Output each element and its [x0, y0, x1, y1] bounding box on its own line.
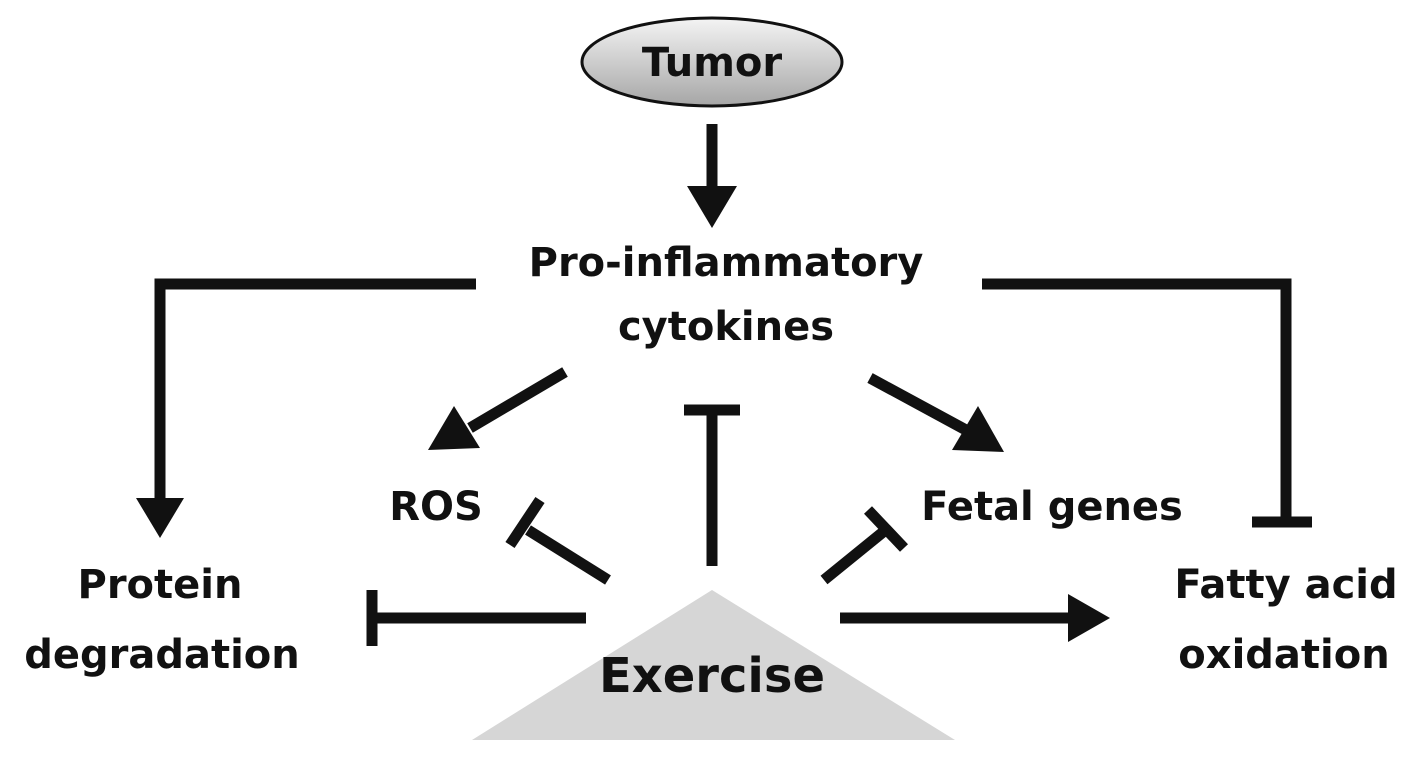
tumor-node	[580, 16, 844, 108]
fatty-acid-oxidation-node: Fatty acid oxidation	[1174, 562, 1397, 678]
exercise-label: Exercise	[599, 648, 825, 704]
protein-degradation-label-line2: degradation	[24, 632, 300, 678]
arrow-cytokines-to-protein-degradation	[136, 278, 476, 538]
cytokines-node: Pro-inflammatory cytokines	[529, 240, 924, 350]
fatty-acid-oxidation-label-line1: Fatty acid	[1174, 562, 1397, 608]
inhibit-exercise-to-cytokines	[684, 404, 740, 566]
protein-degradation-label-line1: Protein	[78, 562, 243, 608]
tumor-label: Tumor	[642, 40, 783, 86]
inhibit-exercise-to-protein-degradation	[366, 590, 586, 646]
arrow-exercise-to-fatty-acid-oxidation	[840, 594, 1110, 642]
ros-label: ROS	[389, 484, 483, 530]
fetal-genes-label: Fetal genes	[921, 484, 1183, 530]
cytokines-label-line2: cytokines	[618, 304, 834, 350]
arrow-cytokines-to-fetal-genes	[867, 373, 1004, 452]
inhibit-exercise-to-fetal-genes	[820, 506, 908, 585]
cytokines-label-line1: Pro-inflammatory	[529, 240, 924, 286]
fatty-acid-oxidation-label-line2: oxidation	[1178, 632, 1389, 678]
protein-degradation-node: Protein degradation	[24, 562, 300, 678]
exercise-triangle	[472, 590, 955, 740]
arrow-cytokines-to-ros	[428, 367, 568, 450]
inhibit-exercise-to-ros	[505, 496, 611, 585]
arrow-tumor-to-cytokines	[687, 124, 737, 228]
inhibit-cytokines-to-fatty-acid-oxidation	[982, 278, 1312, 528]
